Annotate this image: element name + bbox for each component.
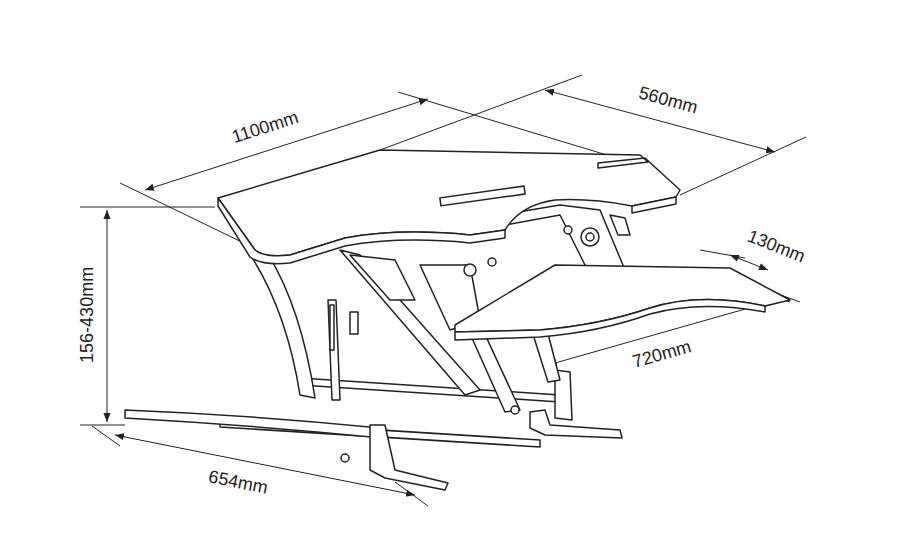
dimension-label: 720mm <box>628 337 695 374</box>
dimension-label: 130mm <box>743 226 810 268</box>
dimension-label: 654mm <box>205 467 272 499</box>
desk-line-art <box>125 150 790 490</box>
dimension-label: 156-430mm <box>78 265 98 365</box>
dimension-lines <box>80 75 806 506</box>
dimension-label: 1100mm <box>227 107 302 148</box>
dimension-label: 560mm <box>635 83 702 119</box>
